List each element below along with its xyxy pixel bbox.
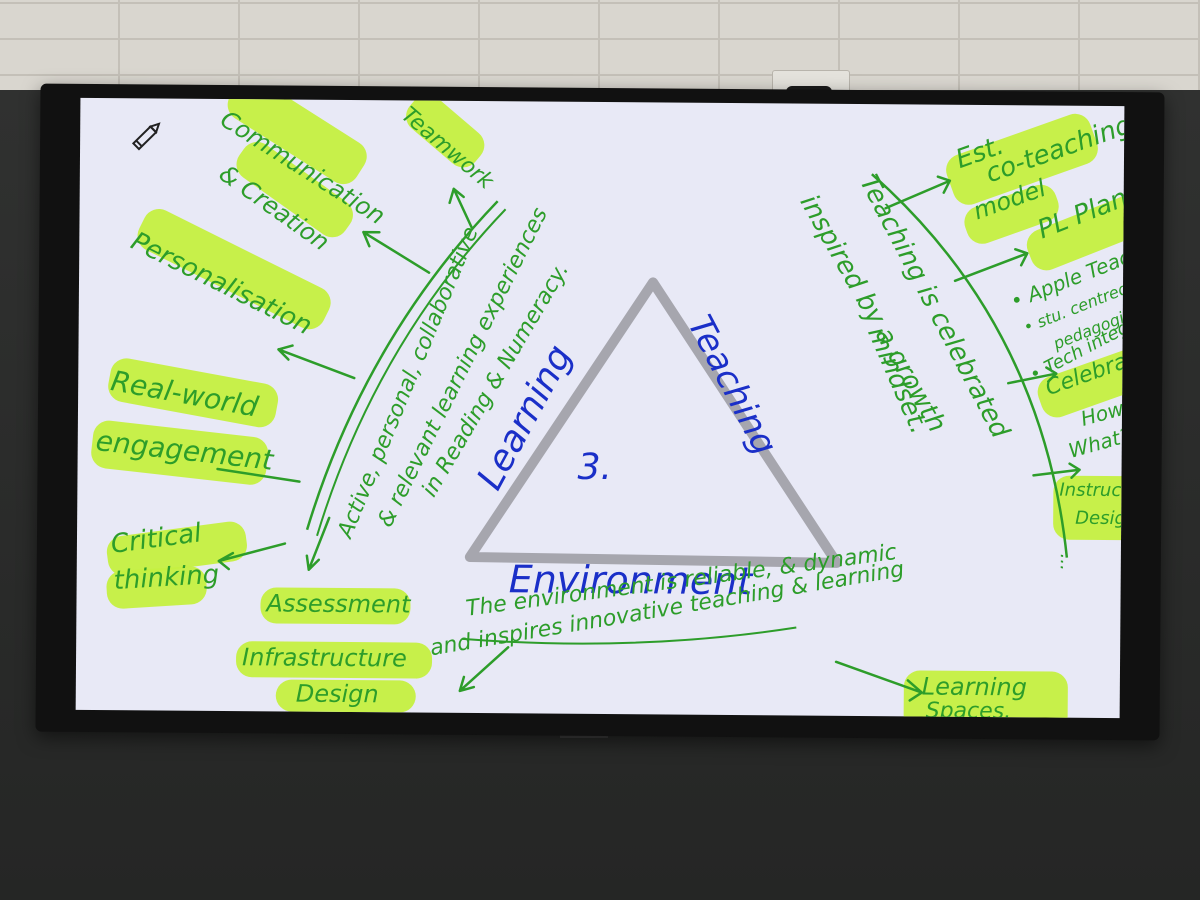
instructional-label: Instructional — [1059, 479, 1125, 502]
pencil-icon[interactable] — [126, 116, 166, 156]
learning-spaces-label: Learning — [921, 672, 1028, 702]
right-arc — [871, 173, 1069, 558]
environment-underline — [462, 626, 797, 645]
infra-design-label: Design — [295, 679, 379, 709]
assessment-label: Assessment — [266, 589, 411, 619]
ellipsis-label: ... — [1055, 553, 1077, 571]
center-number: 3. — [577, 446, 613, 489]
infrastructure-label: Infrastructure — [241, 643, 407, 673]
left-arc — [305, 200, 499, 531]
whiteboard-screen[interactable]: 3. Learning Teaching Environment Active,… — [75, 97, 1125, 719]
arrows — [216, 175, 1081, 702]
spaces-label: Spaces. — [925, 698, 1012, 719]
design-label: Design. — [1075, 507, 1125, 530]
display-monitor: 3. Learning Teaching Environment Active,… — [35, 83, 1165, 741]
center-triangle — [464, 277, 842, 568]
whiteboard-drawing — [216, 173, 1081, 702]
left-arc-inner — [316, 208, 507, 537]
